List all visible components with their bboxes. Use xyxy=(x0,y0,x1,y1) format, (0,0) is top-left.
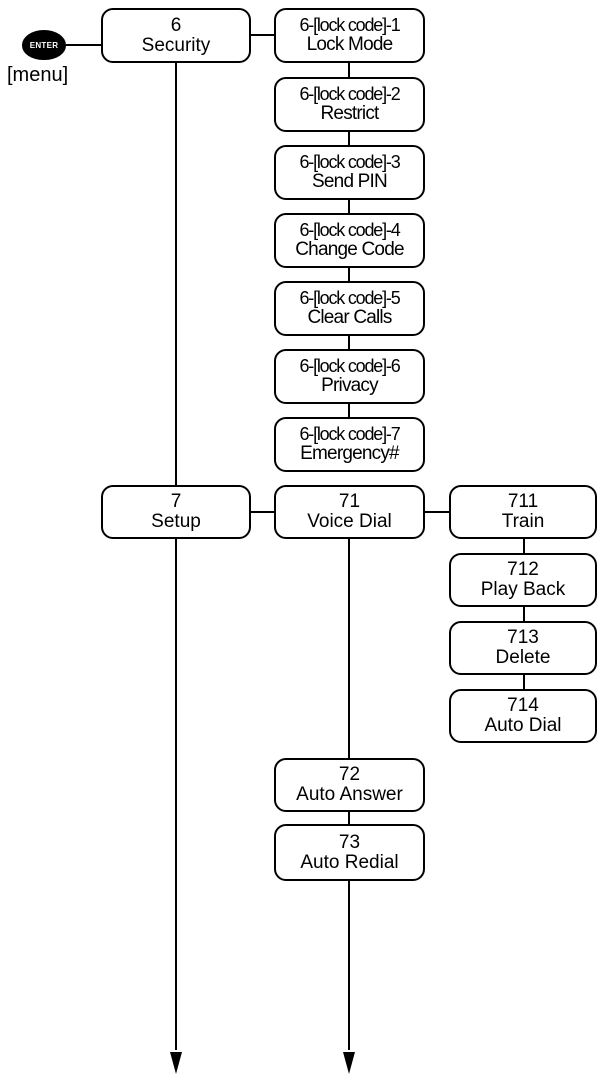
menu-code: 711 xyxy=(507,491,539,513)
menu-box-security: 6 Security xyxy=(101,8,251,63)
menu-label: Auto Answer xyxy=(296,784,403,805)
menu-label: Delete xyxy=(495,647,551,668)
arrow-head-setup xyxy=(170,1052,182,1074)
menu-code: 72 xyxy=(338,764,361,786)
enter-key-icon: ENTER xyxy=(22,30,66,60)
menu-label: Setup xyxy=(151,511,201,532)
menu-code: 6-[lock code]-3 xyxy=(299,152,400,173)
menu-box-send-pin: 6-[lock code]-3 Send PIN xyxy=(274,145,425,200)
menu-box-lock-mode: 6-[lock code]-1 Lock Mode xyxy=(274,8,425,63)
menu-box-auto-redial: 73 Auto Redial xyxy=(274,824,425,881)
menu-code: 712 xyxy=(507,559,539,581)
menu-code: 73 xyxy=(338,831,361,853)
menu-code: 6-[lock code]-4 xyxy=(299,220,400,241)
menu-label: [menu] xyxy=(7,64,69,86)
menu-box-emergency: 6-[lock code]-7 Emergency# xyxy=(274,417,425,472)
menu-box-clear-calls: 6-[lock code]-5 Clear Calls xyxy=(274,281,425,336)
enter-key-label: ENTER xyxy=(29,40,59,50)
menu-code: 6-[lock code]-7 xyxy=(299,424,400,445)
menu-label: Security xyxy=(141,34,211,56)
menu-box-setup: 7 Setup xyxy=(101,485,251,539)
menu-code: 71 xyxy=(338,491,361,513)
menu-label: Voice Dial xyxy=(307,511,392,532)
menu-label: Lock Mode xyxy=(306,33,394,55)
menu-box-privacy: 6-[lock code]-6 Privacy xyxy=(274,349,425,404)
menu-label: Privacy xyxy=(321,374,378,396)
menu-box-auto-dial: 714 Auto Dial xyxy=(449,689,597,743)
menu-code: 7 xyxy=(170,491,182,513)
menu-label: Auto Redial xyxy=(300,851,399,873)
menu-label: Train xyxy=(501,511,545,532)
menu-box-restrict: 6-[lock code]-2 Restrict xyxy=(274,77,425,132)
menu-label: Send PIN xyxy=(312,170,388,192)
menu-code: 6 xyxy=(170,14,182,36)
arrow-head-autoredial xyxy=(343,1052,355,1074)
menu-code: 6-[lock code]-6 xyxy=(299,356,400,377)
menu-label: Change Code xyxy=(295,238,404,260)
menu-box-delete: 713 Delete xyxy=(449,621,597,675)
menu-code: 713 xyxy=(507,627,539,649)
menu-box-auto-answer: 72 Auto Answer xyxy=(274,758,425,812)
menu-label: Emergency# xyxy=(300,442,399,464)
menu-label: Play Back xyxy=(480,579,566,600)
menu-code: 6-[lock code]-5 xyxy=(299,288,400,309)
menu-label: Auto Dial xyxy=(484,715,562,736)
menu-code: 6-[lock code]-1 xyxy=(299,15,400,36)
menu-box-change-code: 6-[lock code]-4 Change Code xyxy=(274,213,425,268)
menu-label: Restrict xyxy=(320,102,380,124)
menu-code: 714 xyxy=(507,695,539,717)
menu-box-play-back: 712 Play Back xyxy=(449,553,597,607)
menu-code: 6-[lock code]-2 xyxy=(299,84,400,105)
menu-box-train: 711 Train xyxy=(449,485,597,539)
menu-label: Clear Calls xyxy=(307,306,392,328)
menu-box-voice-dial: 71 Voice Dial xyxy=(274,485,425,539)
